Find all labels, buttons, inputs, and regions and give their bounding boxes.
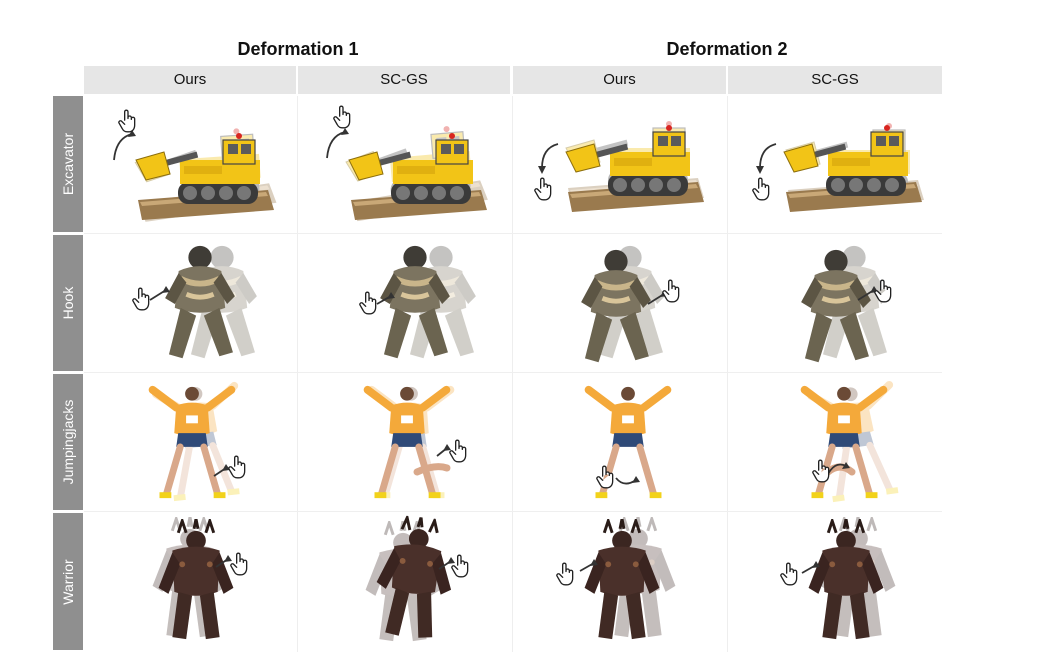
curved-arrow-icon — [759, 143, 777, 169]
image-excavator-scgs-1 — [315, 100, 505, 228]
column-header-ours-2: Ours — [513, 66, 726, 94]
group-title-deformation-2: Deformation 2 — [666, 39, 788, 59]
image-hook-ours-1 — [110, 238, 280, 368]
image-excavator-ours-1 — [100, 100, 290, 228]
image-warrior-ours-2 — [548, 515, 708, 648]
image-excavator-scgs-2 — [744, 100, 934, 228]
image-warrior-ours-1 — [120, 515, 280, 648]
column-header-scgs-2: SC-GS — [728, 66, 942, 94]
curved-arrow-icon — [541, 143, 559, 169]
image-hook-scgs-2 — [760, 238, 930, 368]
group-title-deformation-1: Deformation 1 — [237, 39, 359, 59]
hand-pointer-icon — [662, 279, 680, 303]
row-divider — [84, 372, 942, 373]
hand-pointer-icon — [333, 105, 351, 129]
image-warrior-scgs-2 — [768, 515, 928, 648]
row-divider — [84, 233, 942, 234]
row-header-warrior: Warrior — [53, 513, 83, 650]
image-jumpingjacks-scgs-2 — [768, 376, 928, 508]
image-hook-scgs-1 — [325, 238, 495, 368]
hand-pointer-icon — [132, 287, 150, 311]
hand-pointer-icon — [534, 177, 552, 201]
hand-pointer-icon — [449, 439, 467, 463]
column-header-scgs-1: SC-GS — [298, 66, 510, 94]
hand-pointer-icon — [359, 291, 377, 315]
hand-pointer-icon — [556, 562, 574, 586]
hand-pointer-icon — [752, 177, 770, 201]
image-excavator-ours-2 — [528, 100, 718, 228]
hand-pointer-icon — [118, 109, 136, 133]
column-divider — [297, 96, 298, 652]
column-divider — [727, 96, 728, 652]
row-header-hook: Hook — [53, 235, 83, 371]
hand-pointer-icon — [230, 552, 248, 576]
image-warrior-scgs-1 — [335, 515, 495, 648]
column-divider — [512, 96, 513, 652]
image-jumpingjacks-ours-1 — [120, 376, 280, 508]
image-jumpingjacks-ours-2 — [550, 376, 710, 508]
column-header-ours-1: Ours — [84, 66, 296, 94]
hand-pointer-icon — [780, 562, 798, 586]
curved-arrow-icon — [113, 133, 133, 161]
hand-pointer-icon — [228, 455, 246, 479]
image-hook-ours-2 — [540, 238, 710, 368]
curved-arrow-icon — [326, 131, 346, 159]
hand-pointer-icon — [451, 554, 469, 578]
row-divider — [84, 511, 942, 512]
image-jumpingjacks-scgs-1 — [335, 376, 495, 508]
row-header-jumpingjacks: Jumpingjacks — [53, 374, 83, 510]
row-header-excavator: Excavator — [53, 96, 83, 232]
